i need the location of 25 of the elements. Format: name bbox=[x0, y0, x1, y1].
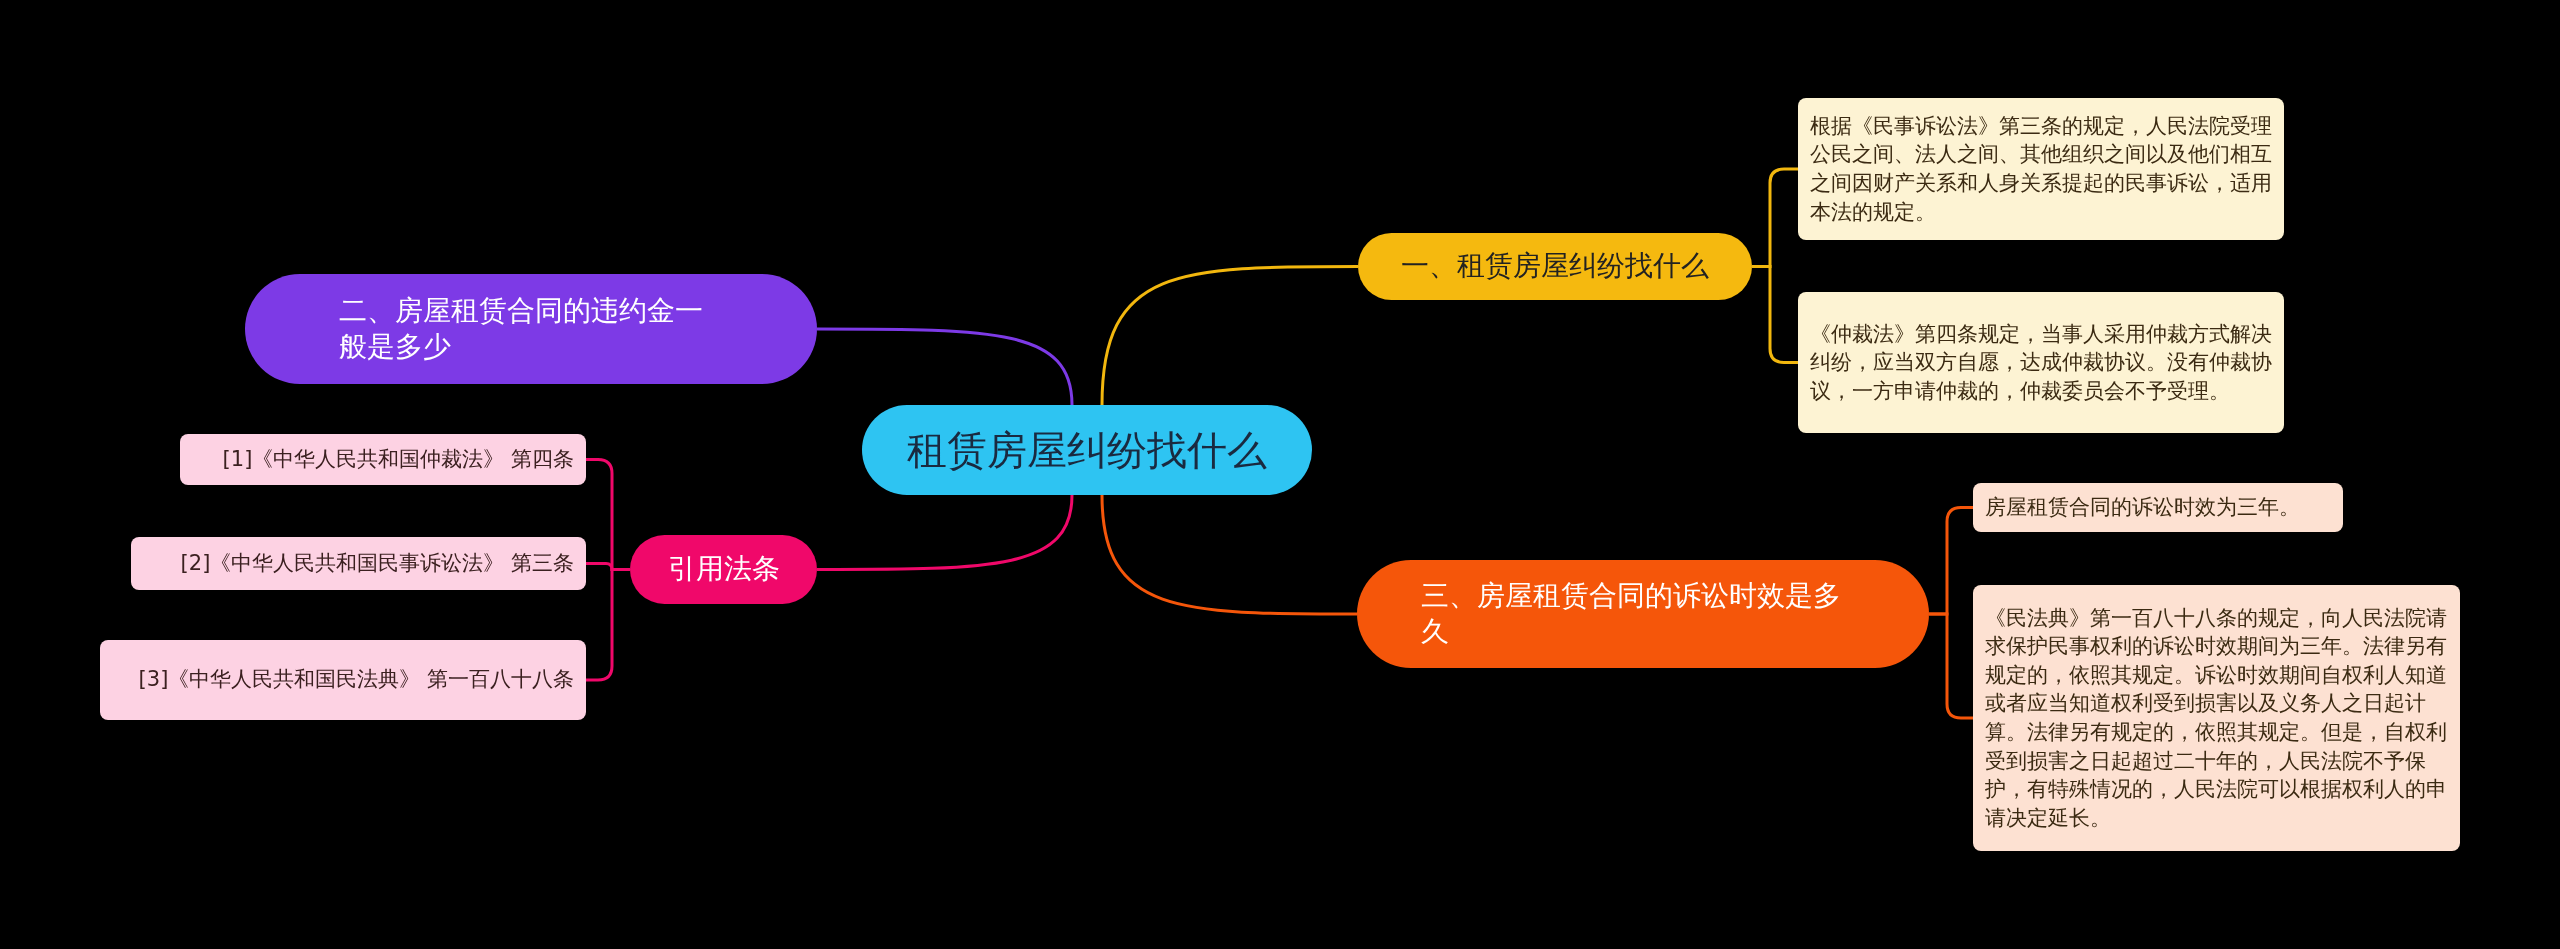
note-text: 房屋租赁合同的诉讼时效为三年。 bbox=[1985, 494, 2300, 522]
reference-card bbox=[131, 537, 586, 590]
note-text: [1]《中华人民共和国仲裁法》 第四条 bbox=[222, 445, 574, 473]
note-text: 《民法典》第一百八十八条的规定，向人民法院请求保护民事权利的诉讼时效期间为三年。法律另有规定的，依照其规定。诉讼时效期间自权利人知道或者应当知道权利受到损害以及义务人之日起计算。法律另有规定的，依照其规定。但是，自权利受到损害之日起超过二十年的，人民法院不予保护，有特殊情况的，人民法院可以根据权利人的申请决定延长。 bbox=[1985, 604, 2448, 832]
note-text: [2]《中华人民共和国民事诉讼法》 第三条 bbox=[180, 549, 574, 577]
note-card bbox=[1973, 483, 2343, 532]
connector-line bbox=[586, 568, 630, 682]
connector-line bbox=[1100, 265, 1358, 406]
reference-card bbox=[100, 640, 586, 720]
branch-title: 一、租赁房屋纠纷找什么 bbox=[1401, 248, 1709, 285]
branch-title: 二、房屋租赁合同的违约金一般是多少 bbox=[338, 292, 704, 365]
topic-title: 租赁房屋纠纷找什么 bbox=[907, 426, 1267, 475]
connector-line bbox=[817, 494, 1074, 571]
connector-line bbox=[817, 327, 1074, 406]
note-card bbox=[1798, 292, 2284, 433]
note-card bbox=[1798, 98, 2284, 240]
reference-card bbox=[180, 434, 586, 485]
branch-title: 引用法条 bbox=[667, 551, 780, 588]
note-card bbox=[1973, 585, 2460, 851]
connector-line bbox=[1929, 612, 1973, 720]
branch-title: 三、房屋租赁合同的诉讼时效是多久 bbox=[1420, 577, 1842, 650]
connector-line bbox=[1100, 494, 1357, 616]
note-text: [3]《中华人民共和国民法典》 第一百八十八条 bbox=[138, 666, 574, 694]
note-text: 根据《民事诉讼法》第三条的规定，人民法院受理公民之间、法人之间、其他组织之间以及他们相互之间因财产关系和人身关系提起的民事诉讼，适用本法的规定。 bbox=[1810, 112, 2272, 226]
note-text: 《仲裁法》第四条规定，当事人采用仲裁方式解决纠纷，应当双方自愿，达成仲裁协议。没有仲裁协议，一方申请仲裁的，仲裁委员会不予受理。 bbox=[1810, 320, 2272, 405]
